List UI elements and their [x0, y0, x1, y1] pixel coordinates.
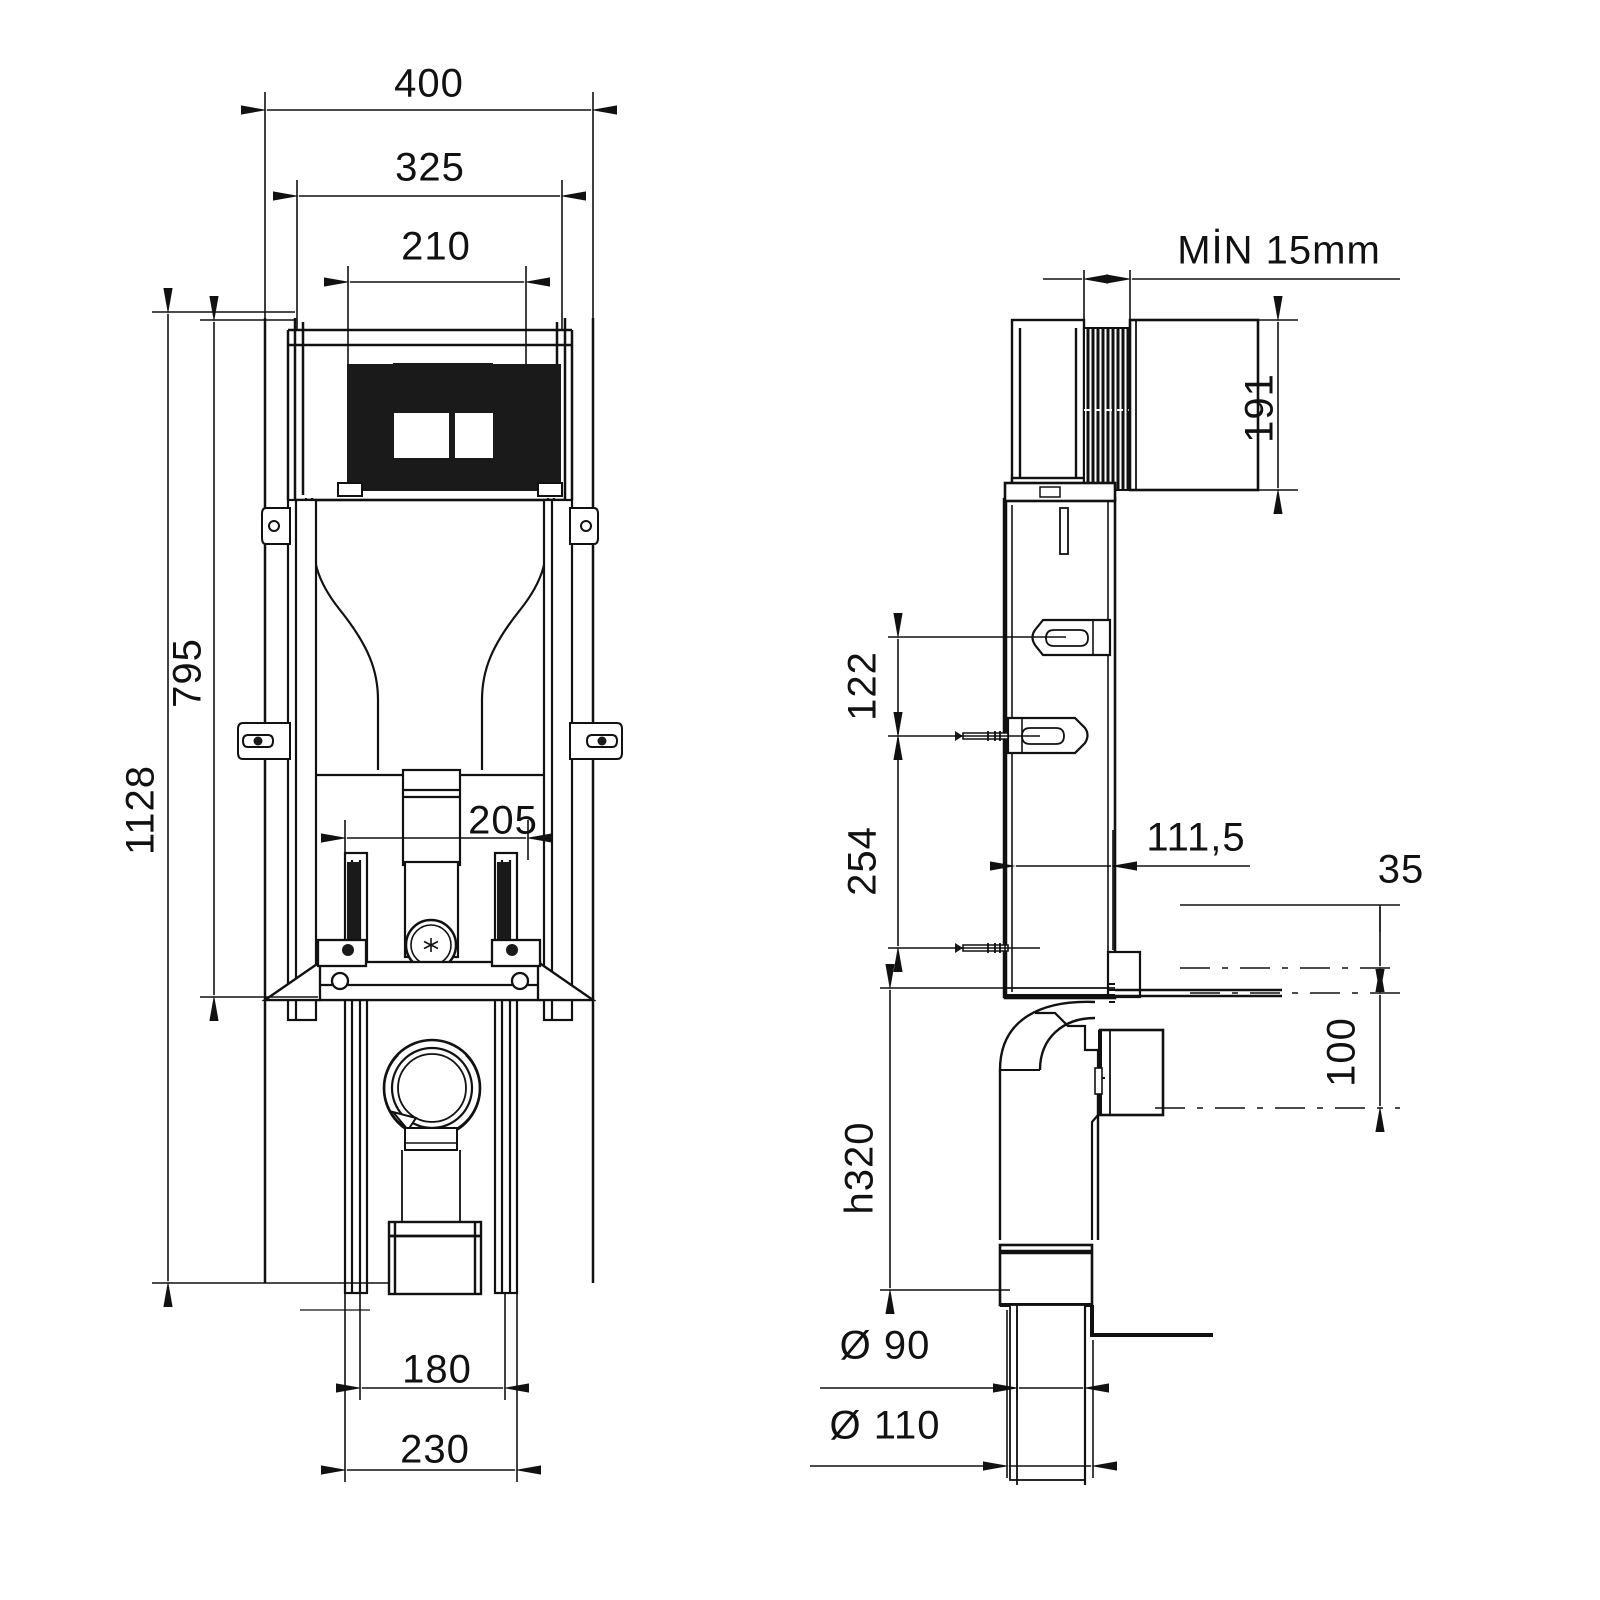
wall-bracket-lower-left: [237, 722, 291, 760]
waste-pipe-stub: [387, 1150, 483, 1296]
flush-plate: [347, 363, 561, 491]
dim-pipe-center: 205: [468, 799, 538, 843]
side-view: [810, 270, 1400, 1485]
wall-bracket-upper-left: [261, 507, 291, 545]
front-frame-top-bar: [286, 328, 574, 500]
bottom-pipe-collar: [998, 1243, 1213, 1485]
dim-width-frame: 325: [395, 146, 465, 190]
front-view: [152, 92, 623, 1482]
front-dimension-lines: [152, 92, 617, 1482]
outlet-elbow: [998, 1000, 1100, 1240]
front-frame-outline: [263, 318, 595, 1283]
waste-outlet-front: [382, 1038, 482, 1151]
front-base-beam: [261, 938, 597, 1002]
dim-bracket-upper: 122: [841, 651, 885, 721]
dim-plate-height: 191: [1238, 373, 1282, 443]
plate-mount-clips: [337, 482, 563, 497]
dim-bracket-lower: 254: [841, 826, 885, 896]
foot-rail-right: [493, 851, 519, 1295]
wall-bracket-lower-right: [569, 722, 623, 760]
side-bracket-upper: [1031, 618, 1112, 657]
side-flush-plate: [1128, 318, 1260, 492]
dim-height-total: 1128: [119, 765, 163, 855]
dim-floor-height: h320: [838, 1122, 882, 1215]
cistern-tank: [304, 498, 556, 777]
side-dimension-lines: [810, 270, 1400, 1478]
dim-width-plate: 210: [401, 225, 471, 269]
dim-depth-front: 111,5: [1146, 816, 1245, 860]
side-inlet-flange: [1106, 950, 1282, 1003]
dim-feet-outer: 230: [400, 1428, 470, 1472]
dim-outlet-small: Ø 90: [840, 1324, 931, 1368]
side-base-plate: [1005, 987, 1115, 998]
side-cistern-block: [1010, 318, 1086, 502]
dimension-labels: 400 325 210 1128 795 205 180 230 MİN 15m…: [119, 62, 1425, 1472]
dim-offset-bottom: 100: [1320, 1017, 1364, 1087]
foot-rail-left: [343, 851, 369, 1295]
dim-height-cistern: 795: [166, 638, 210, 708]
dim-offset-top: 35: [1378, 848, 1425, 892]
wc-outlet-socket: [1094, 1028, 1165, 1117]
dim-outlet-large: Ø 110: [830, 1404, 941, 1448]
dim-min-clearance: MİN 15mm: [1177, 228, 1381, 273]
dim-width-outer: 400: [394, 62, 464, 106]
front-vertical-rails: [286, 498, 574, 1022]
flush-pipe: [401, 768, 462, 972]
wall-bracket-upper-right: [569, 507, 599, 545]
dim-feet-inner: 180: [402, 1348, 472, 1392]
ribbed-connector: [1083, 327, 1131, 491]
